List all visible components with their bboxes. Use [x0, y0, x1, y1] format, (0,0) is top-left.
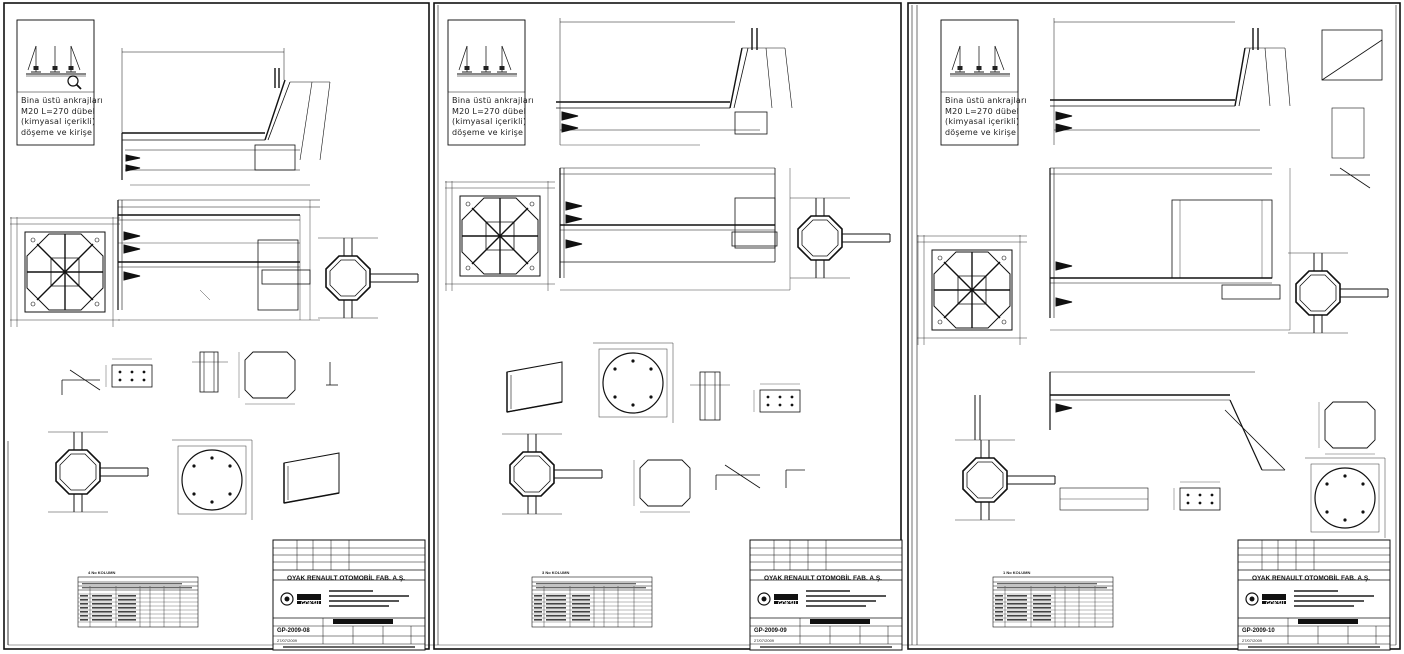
sheet-2-column-section [789, 197, 891, 279]
sheet-2-anchor-note: Bina üstü ankrajları M20 L=270 dübel (ki… [452, 96, 534, 138]
sheet-2-logo-text: GÖKSU [778, 600, 797, 607]
magnifier-icon[interactable] [67, 75, 82, 90]
sheet-frames [3, 2, 1401, 650]
sheet-2-drawing-no: GP-2009-09 [754, 628, 787, 634]
sheet-2-column-section-2 [501, 433, 603, 515]
sheet-1-elevation-main [117, 199, 320, 321]
sheet-1-chamfer-plate [238, 351, 296, 405]
anchor-detail-box-2 [447, 19, 526, 146]
sheet-2-small-details [690, 371, 805, 490]
sheet-2-bracket [506, 361, 563, 413]
sheet-1-hole-plate [105, 358, 153, 388]
sheet-3-chamfer-plate [1318, 401, 1376, 455]
sheet-3-hole-plate [1173, 481, 1221, 511]
sheet-2-base-plate-plan [444, 180, 556, 292]
sheet-2-note-line-1: Bina üstü ankrajları [452, 96, 534, 105]
sheet-3-elevation-top [1050, 18, 1383, 189]
sheet-1-date: 27/07/2009 [277, 638, 298, 643]
sheet-3-logo-text: GÖKSU [1266, 600, 1285, 607]
sheet-1-bracket [283, 452, 340, 504]
sheet-2-title-block: OYAK RENAULT OTOMOBİL FAB. A.Ş. GÖKSU GP… [749, 539, 903, 651]
sheet-2-chamfer-plate [633, 459, 691, 513]
sheet-3-column-section-2 [954, 439, 1056, 521]
sheet-3-parts-list: 1 No KOLUMN [992, 570, 1114, 628]
sheet-3-note-line-1: Bina üstü ankrajları [945, 96, 1027, 105]
sheet-1-small-details [61, 351, 338, 395]
sheet-1-drawing-no: GP-2009-08 [277, 628, 310, 634]
sheet-2-elevation-main [559, 167, 791, 291]
sheet-3-title-block: OYAK RENAULT OTOMOBİL FAB. A.Ş. GÖKSU GP… [1237, 539, 1391, 651]
sheet-2-elevation-top [556, 18, 793, 146]
sheet-3-round-plate [1304, 457, 1386, 539]
sheet-1-note-line-4: döşeme ve kirişe [21, 127, 93, 137]
sheet-2-parts-list: 3 No KOLUMN [531, 570, 653, 628]
sheet-3-column-section [1287, 252, 1389, 334]
sheet-2-company: OYAK RENAULT OTOMOBİL FAB. A.Ş. [764, 574, 882, 582]
sheet-1-column-section-2 [47, 431, 149, 513]
sheet-1-parts-list: 4 No KOLUMN [77, 570, 199, 628]
sheet-1-parts-title: 4 No KOLUMN [88, 570, 115, 575]
sheet-3-elevation-main [1049, 167, 1291, 331]
sheet-1-note-line-2: M20 L=270 dübel [21, 106, 95, 116]
sheet-2-parts-title: 3 No KOLUMN [542, 570, 569, 575]
sheet-3-anchor-note: Bina üstü ankrajları M20 L=270 dübel (ki… [945, 96, 1027, 138]
sheet-1-elevation-top [121, 48, 331, 186]
sheet-1-anchor-note: Bina üstü ankrajları M20 L=270 dübel (ki… [21, 96, 103, 138]
sheet-1-column-section [317, 237, 419, 319]
sheet-1-base-plate-plan [9, 216, 121, 328]
sheet-3-note-line-4: döşeme ve kirişe [945, 127, 1017, 137]
sheet-3-elevation-lower [974, 371, 1286, 511]
sheet-2-note-line-3: (kimyasal içerikli) [452, 117, 527, 126]
sheet-1-note-line-3: (kimyasal içerikli) [21, 117, 96, 126]
sheet-3-date: 27/07/2009 [1242, 638, 1263, 643]
anchor-detail-box-1 [16, 19, 95, 146]
sheet-1-round-plate [171, 439, 253, 521]
sheet-1-note-line-1: Bina üstü ankrajları [21, 96, 103, 105]
sheet-2-date: 27/07/2009 [754, 638, 775, 643]
anchor-detail-box-3 [940, 19, 1019, 146]
sheet-3-note-line-2: M20 L=270 dübel [945, 106, 1019, 116]
sheet-2-note-line-2: M20 L=270 dübel [452, 106, 526, 116]
sheet-1-logo-text: GÖKSU [301, 600, 320, 607]
sheet-3-base-plate-plan [916, 234, 1028, 346]
sheet-2-hole-plate [753, 383, 801, 413]
sheet-1-title-block: OYAK RENAULT OTOMOBİL FAB. A.Ş. GÖKSU GP… [272, 539, 426, 651]
sheet-3-note-line-3: (kimyasal içerikli) [945, 117, 1020, 126]
sheet-1-company: OYAK RENAULT OTOMOBİL FAB. A.Ş. [287, 574, 405, 582]
sheet-3-company: OYAK RENAULT OTOMOBİL FAB. A.Ş. [1252, 574, 1370, 582]
sheet-3-drawing-no: GP-2009-10 [1242, 628, 1275, 634]
sheet-2-round-plate [592, 342, 674, 424]
sheet-3-parts-title: 1 No KOLUMN [1003, 570, 1030, 575]
sheet-2-note-line-4: döşeme ve kirişe [452, 127, 524, 137]
